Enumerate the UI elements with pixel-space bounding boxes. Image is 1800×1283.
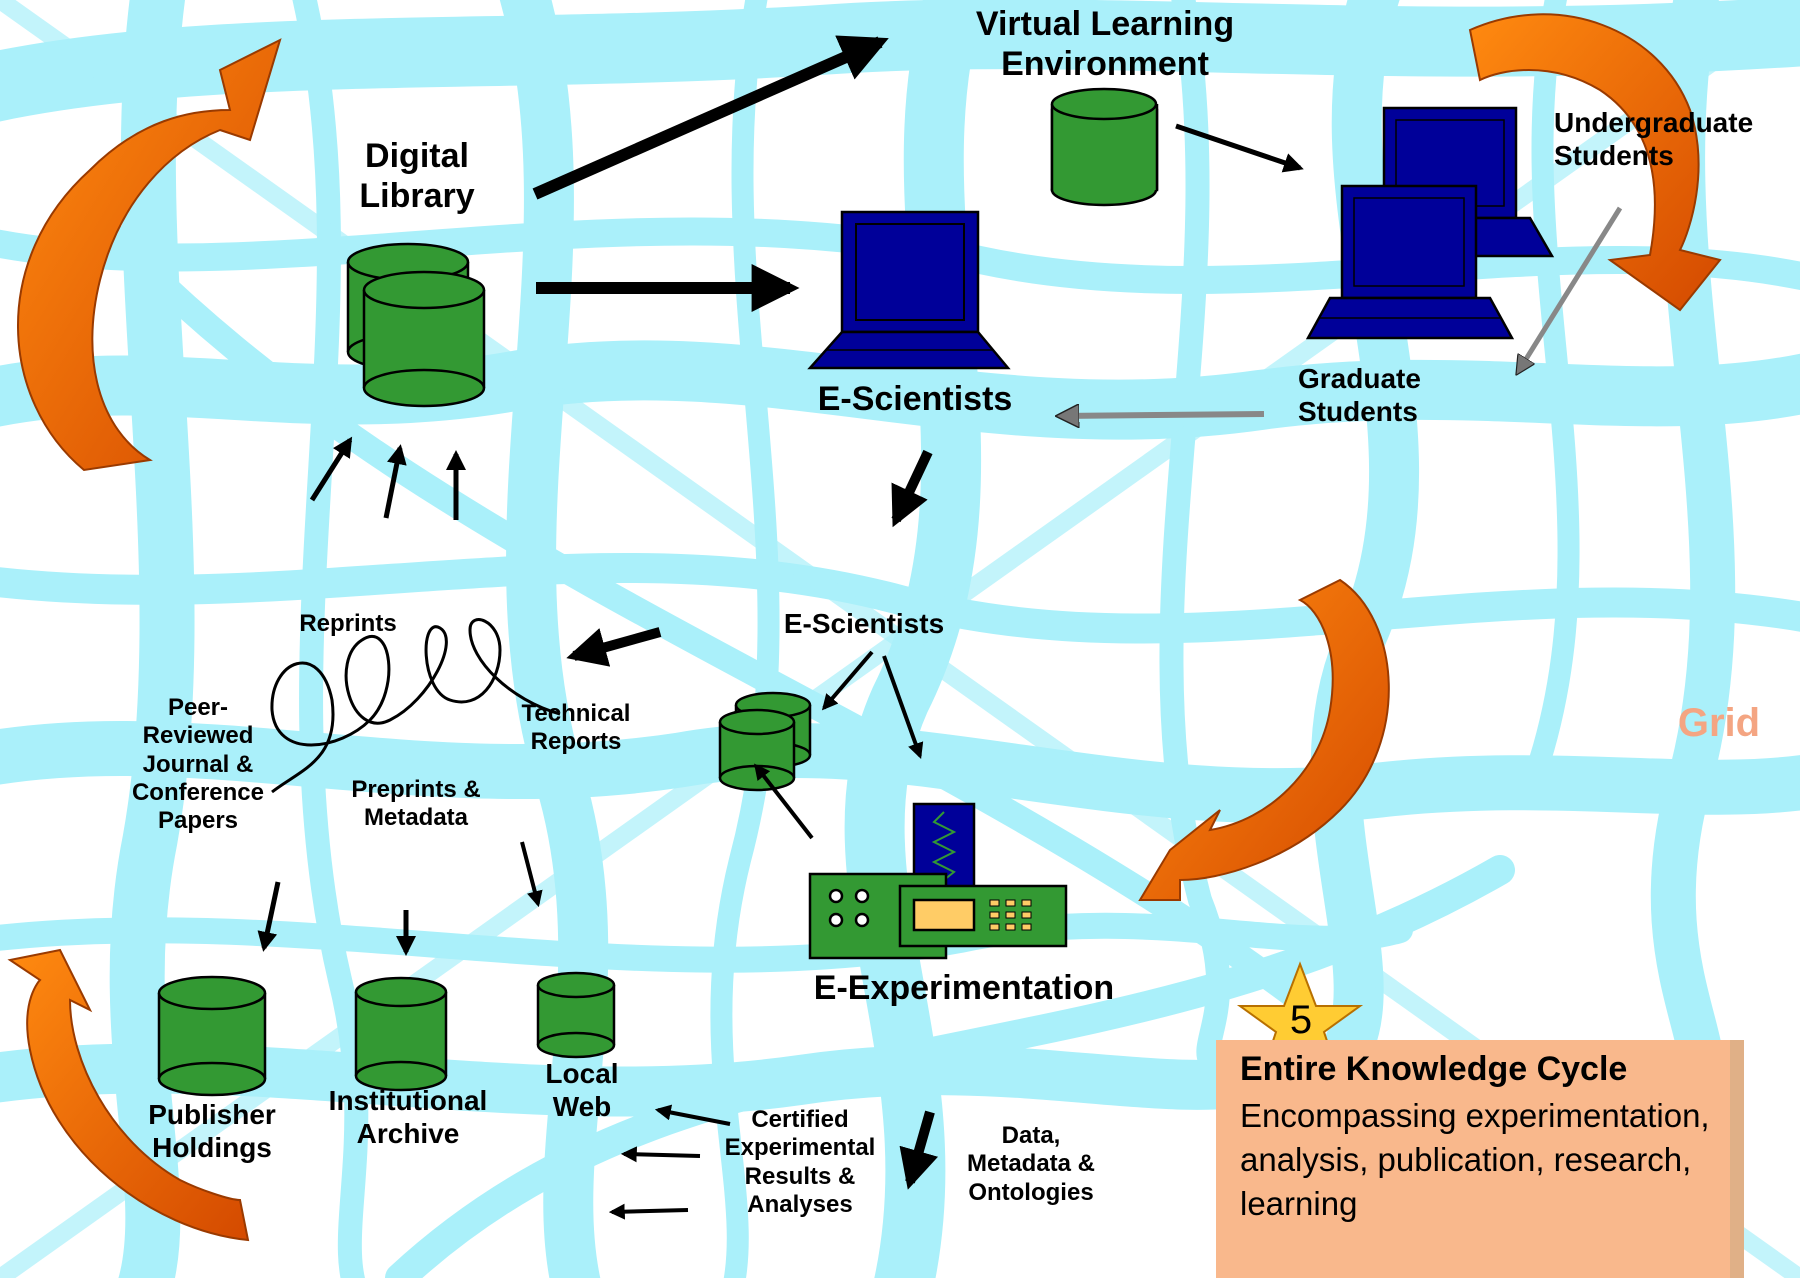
label-escientists-top: E-Scientists	[817, 380, 1013, 418]
spiral-icon	[270, 618, 561, 794]
label-local-web: Local Web	[545, 1058, 619, 1123]
cycle-arrow-icon	[1138, 578, 1390, 901]
label-preprints-metadata: Preprints & Metadata	[351, 776, 481, 832]
info-box-body: Encompassing experimentation, analysis, …	[1240, 1097, 1710, 1222]
label-technical-reports: Technical Reports	[521, 700, 631, 756]
label-virtual-learning-environment: Virtual Learning Environment	[975, 5, 1235, 84]
database-icon-publisher	[157, 975, 267, 1097]
label-certified-results: Certified Experimental Results & Analyse…	[724, 1106, 876, 1218]
label-digital-library: Digital Library	[359, 137, 475, 216]
database-icon-local-web	[536, 971, 616, 1059]
label-e-experimentation: E-Experimentation	[813, 969, 1115, 1007]
label-grid: Grid	[1677, 701, 1761, 745]
lab-instrument-icon	[808, 802, 1068, 960]
cycle-arrow-icon	[17, 38, 282, 472]
desktop-computer-icon	[1305, 106, 1555, 340]
label-data-metadata-ontologies: Data, Metadata & Ontologies	[966, 1122, 1096, 1206]
laptop-icon	[807, 210, 1011, 370]
label-escientists-middle: E-Scientists	[783, 608, 945, 639]
database-icon-vle	[1050, 87, 1159, 207]
cycle-arrow-icon	[1468, 13, 1722, 312]
label-reprints: Reprints	[299, 610, 397, 637]
info-box-title: Entire Knowledge Cycle	[1240, 1050, 1628, 1088]
label-graduate-students: Graduate Students	[1298, 363, 1421, 428]
label-peer-reviewed-papers: Peer- Reviewed Journal & Conference Pape…	[131, 694, 265, 835]
label-undergraduate-students: Undergraduate Students	[1554, 107, 1754, 172]
student-arrows	[1060, 206, 1623, 416]
cycle-arrows	[7, 13, 1722, 1242]
label-institutional-archive: Institutional Archive	[328, 1085, 488, 1150]
database-icon-digital-library	[346, 242, 486, 408]
info-box	[1216, 1040, 1730, 1278]
database-icons	[157, 87, 1159, 1097]
label-publisher-holdings: Publisher Holdings	[148, 1099, 276, 1164]
cycle-arrow-icon	[7, 948, 250, 1242]
database-icon-institutional	[354, 976, 448, 1092]
flow-arrows	[257, 35, 1304, 1220]
star-number: 5	[1289, 998, 1313, 1042]
